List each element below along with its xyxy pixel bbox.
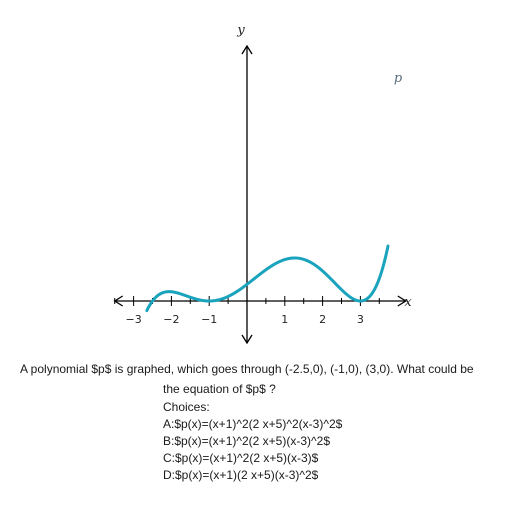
function-graph: −3 −2 −1 1 2 3 y x p <box>113 23 412 345</box>
x-tick-label: −3 <box>125 313 141 326</box>
question-line-2: the equation of $p$ ? <box>163 382 276 396</box>
x-tick-label: 3 <box>357 313 364 326</box>
x-tick-label: −1 <box>201 313 217 326</box>
choice-b: B:$p(x)=(x+1)^2(2 x+5)(x-3)^2$ <box>163 434 330 448</box>
axes <box>113 44 407 345</box>
y-axis-arrow-up <box>241 44 253 55</box>
y-axis-arrow-down <box>241 334 253 345</box>
x-tick-label: 2 <box>319 313 326 326</box>
series-label-p: p <box>394 71 403 86</box>
choice-a: A:$p(x)=(x+1)^2(2 x+5)^2(x-3)^2$ <box>163 417 343 431</box>
x-tick-label: −2 <box>163 313 179 326</box>
x-axis-ticks: −3 −2 −1 1 2 3 <box>114 296 380 326</box>
question-line-1: A polynomial $p$ is graphed, which goes … <box>20 362 474 376</box>
question-text: A polynomial $p$ is graphed, which goes … <box>20 359 500 399</box>
x-tick-label: 1 <box>281 313 288 326</box>
choices-list: Choices: A:$p(x)=(x+1)^2(2 x+5)^2(x-3)^2… <box>163 399 342 484</box>
y-axis-label: y <box>236 23 245 38</box>
choice-d: D:$p(x)=(x+1)(2 x+5)(x-3)^2$ <box>163 468 319 482</box>
choices-title: Choices: <box>163 400 210 414</box>
choice-c: C:$p(x)=(x+1)^2(2 x+5)(x-3)$ <box>163 451 319 465</box>
polynomial-curve <box>145 244 390 313</box>
x-axis-arrow-right <box>397 295 407 307</box>
x-axis-label: x <box>404 295 412 310</box>
